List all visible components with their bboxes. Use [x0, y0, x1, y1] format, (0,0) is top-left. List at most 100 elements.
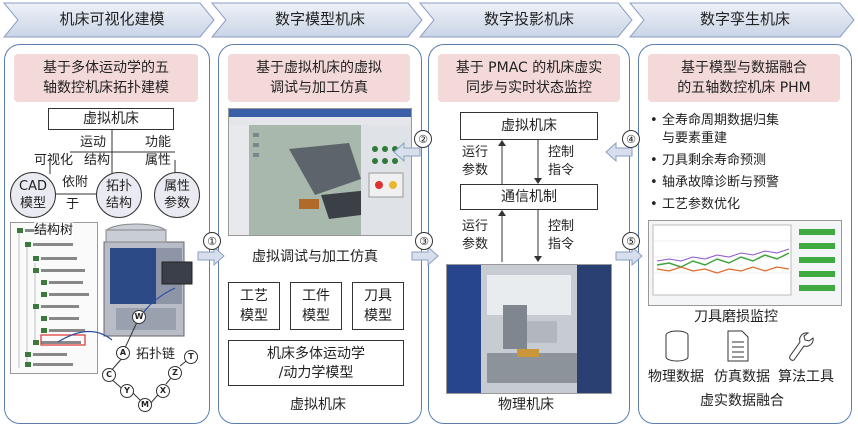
panel3-physical-machine-photo: [446, 264, 612, 394]
tree-items-graphic: [17, 228, 89, 368]
panel4-data-algorithm: 算法工具: [778, 369, 834, 385]
panel2-process-model-box: 工艺模型: [228, 282, 280, 330]
marker-2: ②: [414, 130, 432, 148]
control-cmd-top-line2: 指令: [548, 163, 575, 178]
marker-5: ⑤: [622, 232, 640, 250]
panel1-heading-line2: 轴数控机床拓扑建模: [43, 80, 169, 96]
stage-label-1: 机床可视化建模: [59, 10, 165, 28]
panel1-tree-label: 结构树: [34, 222, 74, 240]
panel3-heading-line2: 同步与实时状态监控: [466, 80, 592, 96]
panel4-footer: 虚实数据融合: [700, 393, 784, 409]
control-cmd-top-line1: 控制: [548, 145, 575, 160]
process-model-line2: 模型: [240, 308, 268, 324]
panel4-heading: 基于模型与数据融合 的五轴数控机床 PHM: [648, 54, 840, 102]
chain-node-y: Y: [120, 384, 134, 398]
panel1-label-depend: 依附: [62, 175, 89, 190]
panel2-simulation-screenshot: [228, 108, 412, 236]
panel1-label-motion: 运动: [80, 135, 107, 150]
control-cmd-bottom-line2: 指令: [548, 237, 575, 252]
panel3-control-cmd-bottom: 控制指令: [548, 218, 574, 254]
panel3-run-params-bottom: 运行参数: [462, 218, 488, 254]
marker-3: ③: [415, 232, 433, 250]
stage-chevron-4: [628, 2, 855, 38]
control-cmd-bottom-line1: 控制: [548, 219, 575, 234]
panel2-sim-label: 虚拟调试与加工仿真: [252, 249, 378, 265]
panel4-data-simulation: 仿真数据: [714, 369, 770, 385]
panel1-label-yu: 于: [66, 197, 80, 212]
panel1-cad-model-node: CAD 模型: [10, 172, 56, 218]
panel1-machine-3d-image: [96, 222, 200, 342]
panel2-heading-line1: 基于虚拟机床的虚拟: [256, 60, 382, 76]
panel1-structure-tree-screenshot: [10, 222, 98, 374]
panel4-bullet-1-cont: 与要素重建: [662, 131, 728, 146]
stage-label-2: 数字模型机床: [274, 10, 365, 28]
panel2-tool-model-box: 刀具模型: [352, 282, 404, 330]
tool-model-line2: 模型: [364, 308, 392, 324]
panel2-workpiece-model-box: 工件模型: [290, 282, 342, 330]
chain-node-z: Z: [168, 366, 182, 380]
kinematics-line2: /动力学模型: [278, 365, 354, 381]
panel1-virtual-machine-box: 虚拟机床: [48, 108, 174, 130]
wrench-icon: [789, 332, 814, 361]
panel3-virtual-machine-box: 虚拟机床: [460, 112, 598, 140]
run-params-bottom-line2: 参数: [462, 237, 489, 252]
run-params-bottom-line1: 运行: [462, 219, 489, 234]
panel3-run-params-top: 运行参数: [462, 144, 488, 180]
chain-node-m: M: [138, 398, 152, 412]
panel3-heading-line1: 基于 PMAC 的机床虚实: [455, 60, 603, 76]
panel4-heading-line2: 的五轴数控机床 PHM: [677, 80, 811, 96]
panel1-label-structure: 结构: [84, 153, 111, 168]
panel4-bullet-3: 轴承故障诊断与预警: [650, 174, 779, 192]
panel4-tool-wear-monitor-screenshot: [648, 220, 842, 306]
run-params-top-line2: 参数: [462, 163, 489, 178]
marker-4: ④: [622, 130, 640, 148]
panel2-heading-line2: 调试与加工仿真: [270, 80, 368, 96]
chain-node-c: C: [102, 368, 116, 382]
physical-machine-graphic: [447, 265, 611, 393]
panel1-topology-node: 拓扑结构: [96, 172, 142, 218]
stage-label-4: 数字孪生机床: [699, 10, 790, 28]
workpiece-model-line1: 工件: [302, 288, 330, 304]
panel1-heading-line1: 基于多体运动学的五: [43, 60, 169, 76]
panel4-bullet-4: 工艺参数优化: [650, 196, 740, 214]
panel1-attribute-param-node: 属性参数: [154, 172, 200, 218]
panel4-heading-line1: 基于模型与数据融合: [681, 60, 807, 76]
panel4-bullet-2: 刀具剩余寿命预测: [650, 152, 766, 170]
panel1-label-visual: 可视化: [34, 153, 74, 168]
panel3-comm-box: 通信机制: [460, 184, 598, 210]
topo-line1: 拓扑: [105, 179, 132, 194]
chain-node-x: X: [156, 384, 170, 398]
stage-header-bar: [2, 2, 855, 38]
stage-chevron-3: [418, 2, 633, 38]
run-params-top-line1: 运行: [462, 145, 489, 160]
topo-line2: 结构: [105, 196, 132, 211]
panel4-bullet-1: 全寿命周期数据归集: [650, 112, 779, 130]
machine-3d-graphic: [103, 223, 193, 337]
cad-line2: 模型: [19, 196, 46, 211]
workpiece-model-line2: 模型: [302, 308, 330, 324]
panel3-footer: 物理机床: [498, 397, 554, 413]
panel4-data-physical: 物理数据: [648, 369, 704, 385]
panel2-footer: 虚拟机床: [290, 397, 346, 413]
panel2-kinematics-box: 机床多体运动学/动力学模型: [228, 340, 404, 386]
chain-node-t: T: [184, 350, 198, 364]
panel1-label-attribute: 属性: [145, 153, 172, 168]
stage-label-3: 数字投影机床: [483, 10, 574, 28]
panel3-heading: 基于 PMAC 的机床虚实 同步与实时状态监控: [438, 54, 620, 102]
param-line1: 属性: [163, 179, 190, 194]
database-icon: [665, 330, 689, 362]
panel1-chain-label: 拓扑链: [136, 347, 176, 362]
process-model-line1: 工艺: [240, 288, 268, 304]
chain-node-w: W: [132, 310, 146, 324]
cad-line1: CAD: [19, 179, 47, 194]
kinematics-line1: 机床多体运动学: [267, 346, 365, 362]
simulation-graphic: [229, 109, 411, 235]
marker-1: ①: [203, 232, 221, 250]
panel1-label-function: 功能: [145, 135, 172, 150]
panel1-heading: 基于多体运动学的五 轴数控机床拓扑建模: [14, 54, 198, 102]
document-icon: [727, 330, 749, 362]
param-line2: 参数: [163, 196, 190, 211]
chain-node-a: A: [116, 346, 130, 360]
